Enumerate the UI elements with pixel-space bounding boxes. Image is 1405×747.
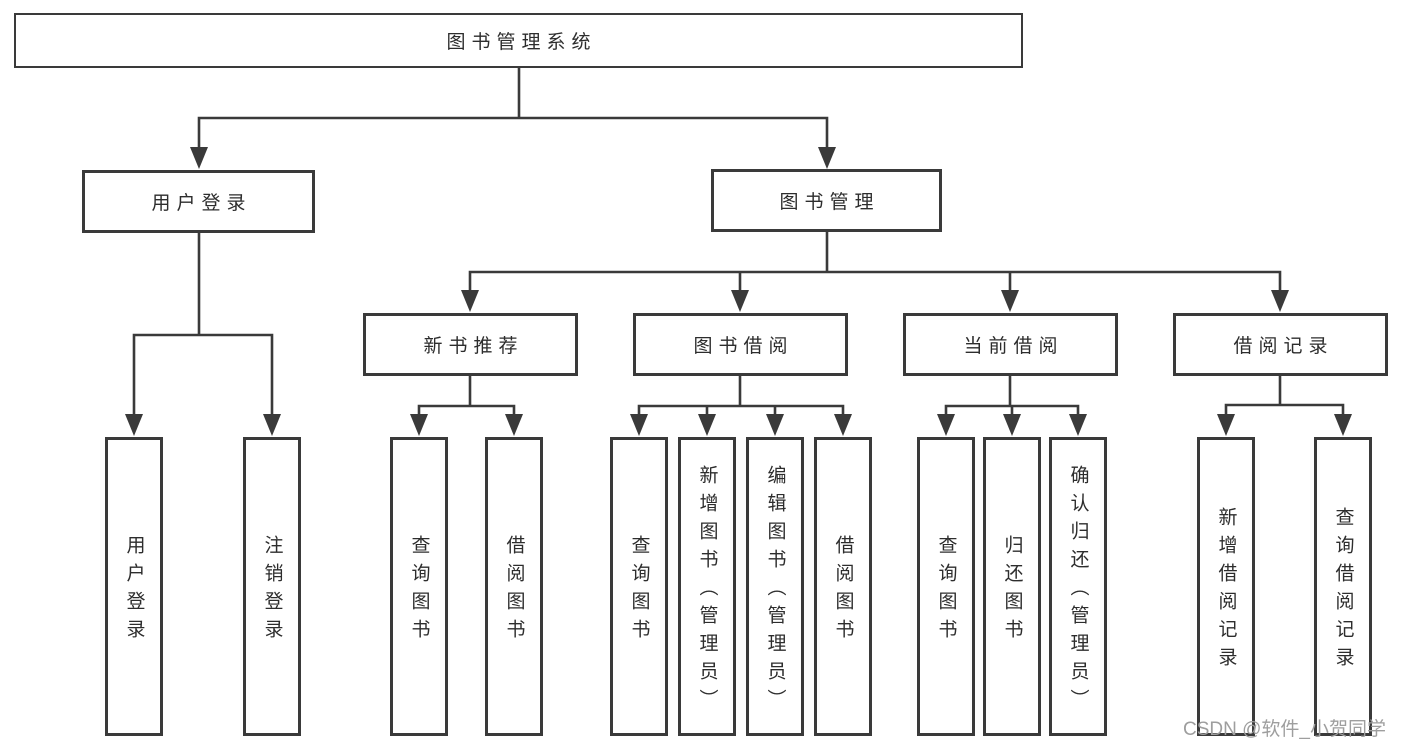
leaf-confirm-return-admin-label: 确认归还（管理员） — [1067, 465, 1089, 717]
leaf-add-books-admin-label: 新增图书（管理员） — [696, 465, 718, 717]
arrowhead — [461, 290, 479, 312]
node-book-borrowing: 图书借阅 — [633, 313, 848, 376]
leaf-edit-books-admin: 编辑图书（管理员） — [746, 437, 804, 736]
leaf-borrow-books-recommend: 借阅图书 — [485, 437, 543, 736]
node-user-login-label: 用户登录 — [151, 193, 252, 214]
node-new-book-recommend-label: 新书推荐 — [423, 336, 524, 357]
watermark: CSDN @软件_小贺同学 — [1183, 719, 1386, 740]
arrowhead — [410, 414, 428, 436]
arrowhead — [505, 414, 523, 436]
leaf-query-books-recommend: 查询图书 — [390, 437, 448, 736]
leaf-return-books: 归还图书 — [983, 437, 1041, 736]
arrowhead — [937, 414, 955, 436]
connector-book-borrowing — [637, 376, 845, 415]
connector-user-login — [132, 233, 274, 415]
arrowhead — [190, 147, 208, 169]
connector-root — [197, 68, 829, 148]
arrowhead — [263, 414, 281, 436]
node-book-borrowing-label: 图书借阅 — [693, 336, 794, 357]
arrowhead — [1069, 414, 1087, 436]
leaf-query-borrow-record: 查询借阅记录 — [1314, 437, 1372, 736]
leaf-logout: 注销登录 — [243, 437, 301, 736]
arrowhead — [818, 147, 836, 169]
node-root: 图书管理系统 — [14, 13, 1023, 68]
leaf-confirm-return-admin: 确认归还（管理员） — [1049, 437, 1107, 736]
arrowhead — [731, 290, 749, 312]
node-current-borrowing: 当前借阅 — [903, 313, 1118, 376]
leaf-return-books-label: 归还图书 — [1001, 535, 1023, 647]
node-book-management-label: 图书管理 — [779, 192, 880, 213]
connector-current-borrowing — [944, 376, 1080, 415]
leaf-query-books-borrowing: 查询图书 — [610, 437, 668, 736]
node-user-login: 用户登录 — [82, 170, 315, 233]
leaf-user-login: 用户登录 — [105, 437, 163, 736]
connector-book-management — [468, 232, 1282, 291]
arrowhead — [766, 414, 784, 436]
leaf-logout-label: 注销登录 — [261, 535, 283, 647]
node-borrowing-records-label: 借阅记录 — [1233, 336, 1334, 357]
node-borrowing-records: 借阅记录 — [1173, 313, 1388, 376]
leaf-query-books-current: 查询图书 — [917, 437, 975, 736]
arrowhead — [1334, 414, 1352, 436]
arrowhead — [125, 414, 143, 436]
leaf-add-books-admin: 新增图书（管理员） — [678, 437, 736, 736]
leaf-borrow-books-recommend-label: 借阅图书 — [503, 535, 525, 647]
leaf-query-books-recommend-label: 查询图书 — [408, 535, 430, 647]
node-book-management: 图书管理 — [711, 169, 942, 232]
arrowhead — [834, 414, 852, 436]
arrowhead — [1001, 290, 1019, 312]
leaf-borrow-books: 借阅图书 — [814, 437, 872, 736]
leaf-edit-books-admin-label: 编辑图书（管理员） — [764, 465, 786, 717]
connector-borrowing-records — [1224, 376, 1345, 415]
arrowhead — [1217, 414, 1235, 436]
arrowhead — [1003, 414, 1021, 436]
leaf-query-borrow-record-label: 查询借阅记录 — [1332, 507, 1354, 675]
leaf-user-login-label: 用户登录 — [123, 535, 145, 647]
leaf-query-books-borrowing-label: 查询图书 — [628, 535, 650, 647]
connector-new-book-recommend — [417, 376, 516, 415]
leaf-add-borrow-record: 新增借阅记录 — [1197, 437, 1255, 736]
node-root-label: 图书管理系统 — [446, 32, 597, 53]
node-current-borrowing-label: 当前借阅 — [963, 336, 1064, 357]
leaf-query-books-current-label: 查询图书 — [935, 535, 957, 647]
leaf-add-borrow-record-label: 新增借阅记录 — [1215, 507, 1237, 675]
arrowhead — [630, 414, 648, 436]
arrowhead — [698, 414, 716, 436]
arrowhead — [1271, 290, 1289, 312]
node-new-book-recommend: 新书推荐 — [363, 313, 578, 376]
leaf-borrow-books-label: 借阅图书 — [832, 535, 854, 647]
